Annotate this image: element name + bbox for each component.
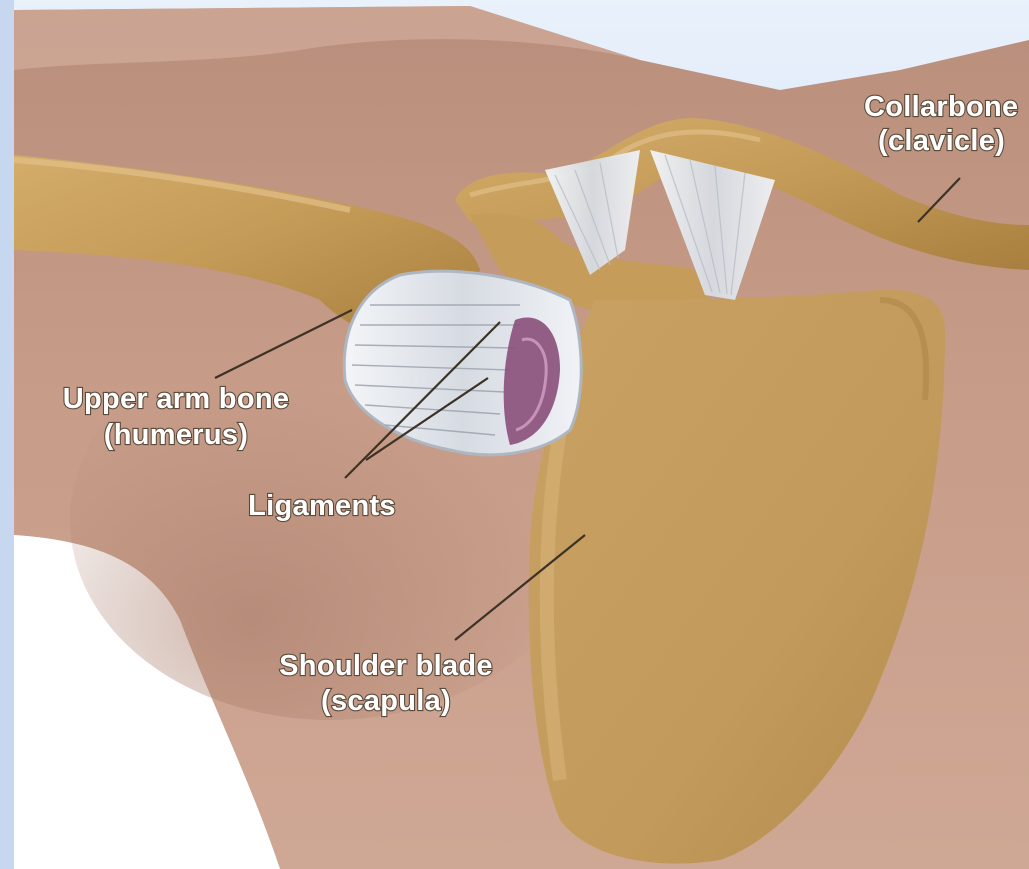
shoulder-blade-label-line1: Shoulder blade [279,650,493,682]
collarbone-label-line2: (clavicle) [878,125,1005,157]
upper-arm-label-line2: (humerus) [104,419,249,451]
collarbone-label-line1: Collarbone [864,91,1018,123]
upper-arm-label-line1: Upper arm bone [63,383,290,415]
shoulder-blade-label-line2: (scapula) [321,685,451,717]
ligaments-label: Ligaments [248,490,396,522]
ligaments-label-line1: Ligaments [248,490,396,522]
background-strip [0,0,14,869]
